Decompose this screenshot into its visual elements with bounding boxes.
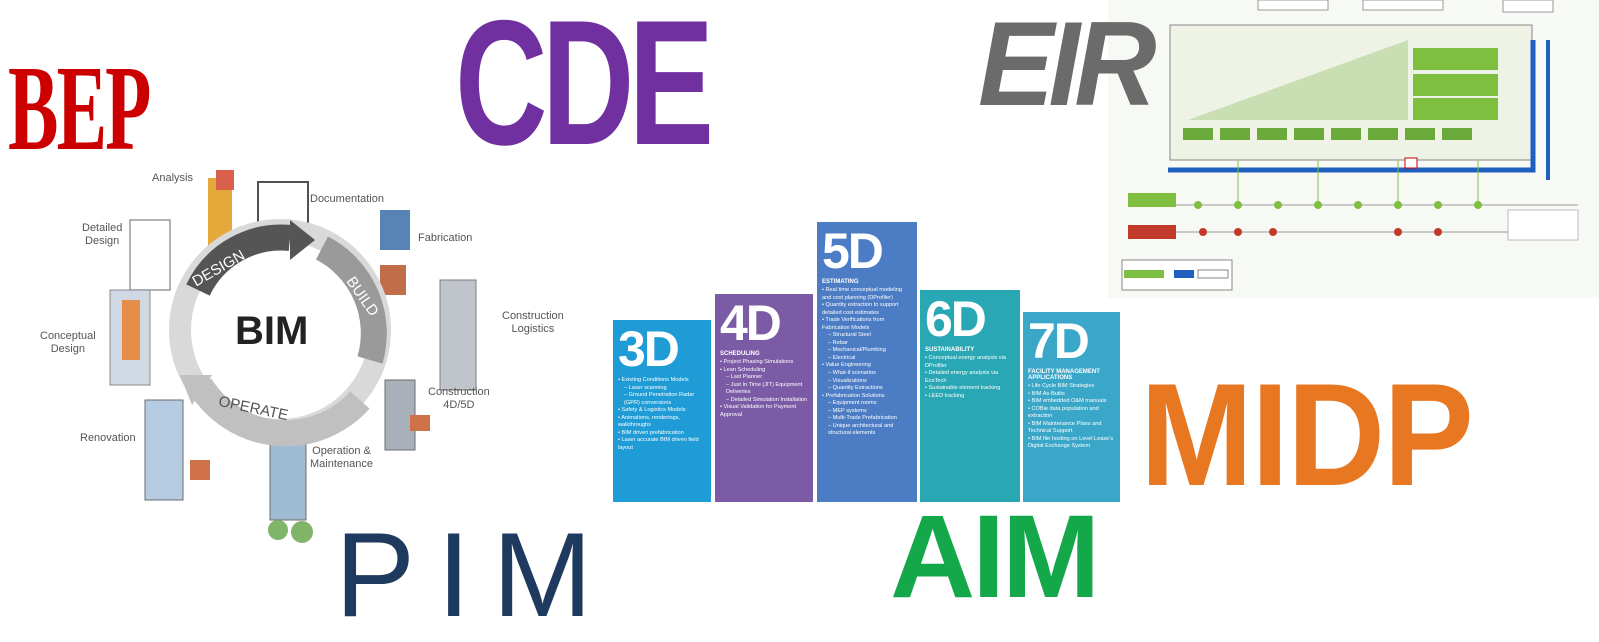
dimension-4d-label: 4D (720, 295, 782, 351)
dimension-6d-panel: 6D SUSTAINABILITY • Conceptual energy an… (920, 290, 1020, 502)
dimension-item: • Detailed energy analysis via EcoTech (925, 370, 999, 384)
stage-renovation: Renovation (80, 432, 136, 444)
dimension-item: • BIM embedded O&M manuals (1028, 398, 1107, 405)
dimension-item: – Mechanical/Plumbing (828, 347, 886, 354)
dimension-item: – Structural Steel (828, 332, 871, 339)
dimension-item: • Visual Validation for Payment Approval (720, 404, 797, 418)
eir-title: EIR (978, 0, 1157, 131)
dimension-item: • Quantity extraction to support detaile… (822, 302, 899, 316)
dimension-3d-items: • Existing Conditions Models– Laser scan… (618, 377, 706, 452)
dimension-item: • LEED tracking (925, 392, 965, 399)
dimension-3d-label: 3D (618, 321, 680, 377)
dimension-item: – What-if scenarios (828, 370, 876, 377)
dimension-item: • BIM Maintenance Plans and Technical Su… (1028, 420, 1102, 435)
stage-documentation: Documentation (310, 193, 384, 205)
stage-detailed-design: Detailed Design (82, 222, 123, 247)
dimension-item: • Value Engineering (822, 362, 871, 369)
eir-workflow-graphic (1108, 0, 1599, 298)
bim-cycle-graphic (40, 160, 600, 580)
dimension-item: – Multi-Trade Prefabrication (828, 415, 897, 422)
dimension-6d-items: • Conceptual energy analysis via DProfil… (925, 355, 1015, 400)
dimension-7d-panel: 7D FACILITY MANAGEMENT APPLICATIONS • Li… (1023, 312, 1120, 502)
pim-title: PIM (335, 508, 615, 642)
dimension-item: • Project Phasing Simulations (720, 359, 794, 365)
dimension-item: • Real time conceptual modeling and cost… (822, 287, 903, 301)
dimension-item: • Laser accurate BIM driven field layout (618, 437, 699, 451)
cde-title: CDE (455, 0, 714, 182)
dimension-item: • BIM As-Builts (1028, 390, 1065, 397)
bim-center-label: BIM (235, 309, 309, 353)
dimension-7d-label: 7D (1028, 313, 1090, 369)
dimension-item: – Ground Penetration Radar (GPR) convers… (624, 392, 695, 406)
dimension-7d-items: • Life Cycle BIM Strategies• BIM As-Buil… (1028, 383, 1115, 451)
bep-title: BEP (8, 41, 151, 176)
dimension-item: • COBie data population and extraction (1028, 405, 1099, 420)
dimension-item: – Detailed Simulation Installation (726, 396, 808, 403)
midp-title: MIDP (1140, 353, 1474, 516)
dimension-6d-subtitle: SUSTAINABILITY (925, 347, 975, 353)
dimension-item: – Unique architectural and structural el… (828, 422, 894, 437)
dimension-5d-panel: 5D ESTIMATING • Real time conceptual mod… (817, 222, 917, 502)
dimension-item: • Trade Verifications from Fabrication M… (822, 317, 885, 331)
stage-analysis: Analysis (152, 172, 193, 184)
stage-construction-4d5d: Construction 4D/5D (428, 386, 490, 411)
dimension-item: – Quantity Extractions (828, 385, 883, 392)
dimension-item: – MEP systems (828, 407, 867, 414)
dimension-4d-panel: 4D SCHEDULING • Project Phasing Simulati… (715, 294, 813, 502)
dimension-4d-items: • Project Phasing Simulations• Lean Sche… (720, 359, 808, 419)
dimension-5d-label: 5D (822, 223, 884, 279)
dimension-item: • Animations, renderings, walkthroughs (618, 414, 680, 429)
dimension-item: – Rebar (828, 339, 848, 346)
dimension-item: • Existing Conditions Models (618, 377, 689, 383)
dimension-item: – Electrical (828, 354, 856, 361)
bim-lifecycle-diagram: DESIGN BUILD OPERATE BIM Analysis Docume… (40, 160, 600, 580)
dimension-6d-label: 6D (925, 291, 987, 347)
stage-conceptual-design: Conceptual Design (40, 330, 96, 355)
dimension-item: • Life Cycle BIM Strategies (1028, 383, 1095, 389)
stage-operation-maintenance: Operation & Maintenance (310, 445, 373, 470)
stage-construction-logistics: Construction Logistics (502, 310, 564, 335)
dimension-item: • Sustainable element tracking (925, 385, 1001, 392)
dimension-7d-subtitle: FACILITY MANAGEMENT APPLICATIONS (1028, 369, 1100, 381)
dimension-5d-subtitle: ESTIMATING (822, 279, 859, 285)
stage-fabrication: Fabrication (418, 232, 473, 244)
dimension-item: • Prefabrication Solutions (822, 392, 885, 399)
dimension-item: – Laser scanning (624, 384, 667, 391)
dimension-item: – Visualizations (828, 377, 867, 384)
dimension-item: • BIM file hosting on Level Lease's Digi… (1028, 435, 1114, 450)
dimension-3d-panel: 3D • Existing Conditions Models– Laser s… (613, 320, 711, 502)
dimension-item: • Lean Scheduling (720, 366, 766, 373)
dimension-item: – Last Planner (726, 374, 763, 381)
dimension-item: – Equipment rooms (828, 400, 877, 407)
eir-workflow-diagram (1108, 0, 1599, 298)
dimension-item: • BIM driven prefabrication (618, 429, 684, 436)
dimension-4d-subtitle: SCHEDULING (720, 351, 760, 357)
dimension-item: – Just In Time (JIT) Equipment Deliverie… (726, 381, 803, 396)
aim-title: AIM (890, 491, 1100, 623)
dimension-5d-items: • Real time conceptual modeling and cost… (822, 287, 912, 438)
dimension-item: • Safety & Logistics Models (618, 407, 686, 414)
dimension-item: • Conceptual energy analysis via DProfil… (925, 355, 1006, 369)
